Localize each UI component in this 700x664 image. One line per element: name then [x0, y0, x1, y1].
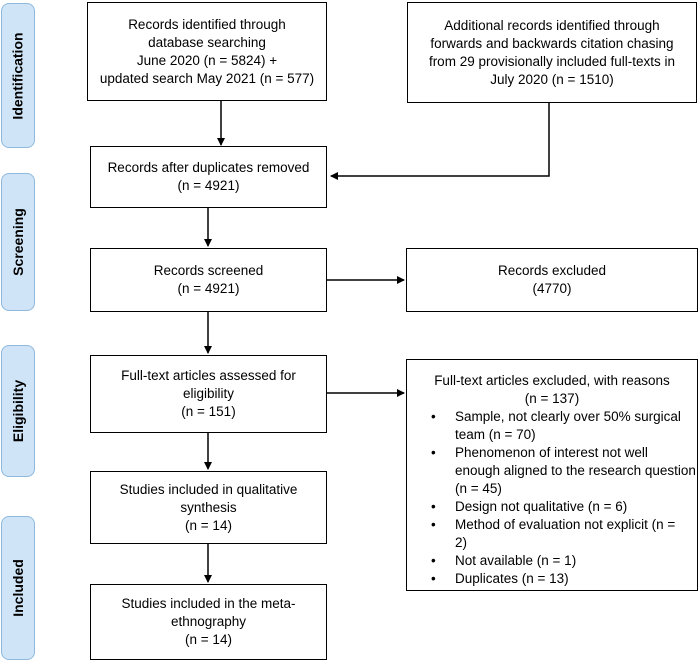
fulltext-excluded-box: Full-text articles excluded, with reason… — [406, 359, 698, 591]
stage-eligibility: Eligibility — [1, 345, 35, 477]
exclusion-reason: Sample, not clearly over 50% surgical te… — [415, 408, 689, 444]
records-excluded-box: Records excluded (4770) — [406, 248, 698, 312]
exclusion-reason: Not available (n = 1) — [415, 552, 689, 570]
stage-identification: Identification — [1, 3, 35, 148]
exclusion-reason-list: Sample, not clearly over 50% surgical te… — [415, 408, 696, 588]
fulltext-assessed-box: Full-text articles assessed for eligibil… — [90, 355, 327, 433]
excluded-heading: Full-text articles excluded, with reason… — [434, 373, 670, 406]
records-database-box: Records identified through database sear… — [87, 2, 327, 101]
records-additional-box: Additional records identified through fo… — [407, 2, 697, 103]
meta-ethnography-box: Studies included in the meta- ethnograph… — [90, 584, 327, 660]
records-screened-box: Records screened (n = 4921) — [90, 248, 327, 312]
exclusion-reason: Duplicates (n = 13) — [415, 570, 689, 588]
exclusion-reason: Phenomenon of interest not well enough a… — [415, 444, 696, 498]
exclusion-reason: Design not qualitative (n = 6) — [415, 498, 689, 516]
stage-included: Included — [1, 516, 35, 660]
stage-screening: Screening — [1, 173, 35, 311]
arrow-additional-to-duplicates — [330, 102, 550, 180]
exclusion-reason: Method of evaluation not explicit (n = 2… — [415, 516, 689, 552]
records-after-duplicates-box: Records after duplicates removed (n = 49… — [90, 146, 327, 208]
qualitative-synthesis-box: Studies included in qualitative synthesi… — [90, 471, 327, 544]
